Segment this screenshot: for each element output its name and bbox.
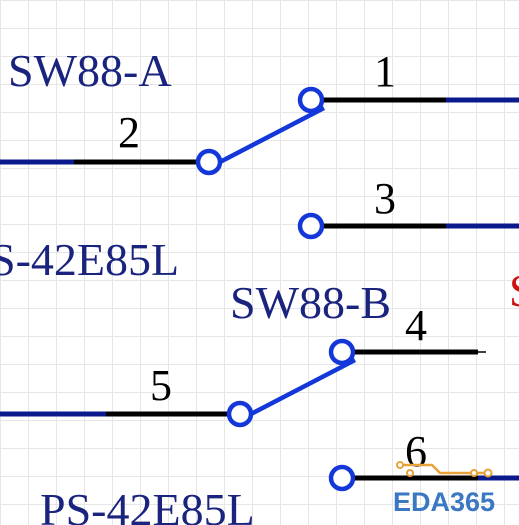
switch-a: SW88-A 2 1 3 S-42E85L — [0, 45, 519, 285]
switch-b-pin5-number: 5 — [150, 361, 172, 410]
switch-a-pin3-terminal[interactable] — [297, 212, 325, 240]
switch-b: SW88-B 4 5 6 PS-42E85L — [0, 277, 519, 525]
eda365-watermark: EDA365 — [393, 461, 495, 517]
switch-b-designator: SW88-B — [230, 277, 391, 328]
switch-b-part-number: PS-42E85L — [40, 484, 255, 525]
switch-b-pin4-terminal[interactable] — [328, 338, 356, 366]
switch-a-pin1-terminal[interactable] — [297, 86, 325, 114]
switch-b-pin6-number: 6 — [405, 427, 427, 476]
switch-a-pin3-number: 3 — [374, 174, 396, 223]
switch-a-pin1-number: 1 — [374, 47, 396, 96]
switch-b-pin6-terminal[interactable] — [328, 464, 356, 492]
switch-a-designator: SW88-A — [8, 45, 172, 96]
switch-a-blade — [218, 106, 326, 164]
switch-b-blade — [249, 358, 357, 416]
circuit-trace-icon — [396, 461, 493, 478]
switch-a-pin2-terminal[interactable] — [195, 148, 223, 176]
watermark-text: EDA365 — [393, 487, 495, 517]
edge-marker: S — [509, 265, 519, 316]
switch-b-pin4-number: 4 — [405, 301, 427, 350]
switch-a-pin2-number: 2 — [118, 108, 140, 157]
switch-b-pin5-terminal[interactable] — [226, 400, 254, 428]
switch-a-part-number: S-42E85L — [0, 234, 179, 285]
